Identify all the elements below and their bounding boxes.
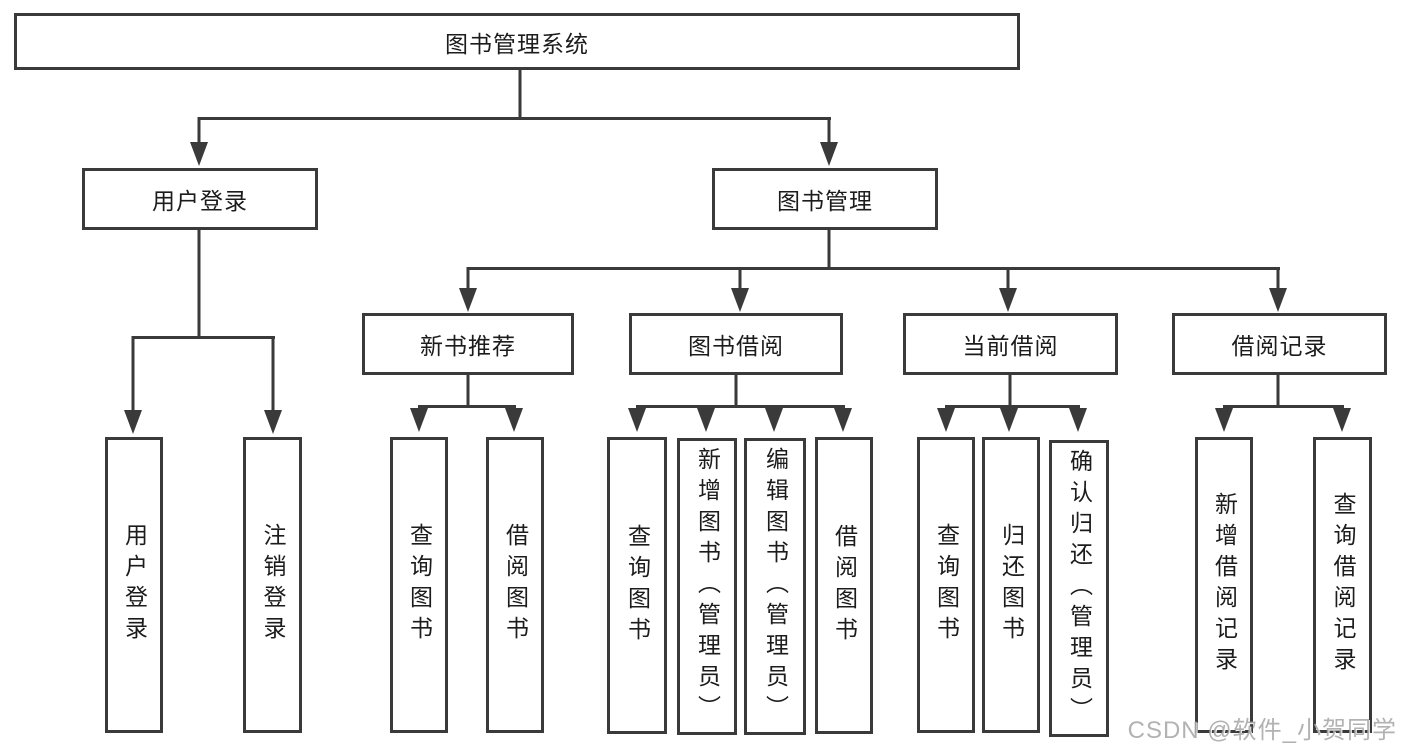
node-book-management: 图书管理	[712, 168, 938, 230]
connector-line	[1223, 405, 1344, 408]
arrow-down-icon	[1215, 408, 1233, 432]
connector-line	[418, 405, 516, 408]
arrow-down-icon	[410, 408, 428, 432]
node-label: 确认归还（管理员）	[1066, 449, 1093, 728]
node-add-books-admin: 新增图书（管理员）	[677, 438, 737, 735]
connector-line	[636, 405, 845, 408]
arrow-down-icon	[834, 408, 852, 432]
connector-line	[1276, 267, 1280, 291]
connector-line	[197, 230, 201, 337]
connector-line	[131, 336, 135, 412]
connector-line	[466, 375, 470, 407]
node-label: 图书借阅	[688, 333, 784, 359]
node-add-borrow-record: 新增借阅记录	[1195, 437, 1253, 733]
node-query-books-current: 查询图书	[917, 437, 975, 733]
connector-line	[132, 336, 275, 339]
node-label: 借阅图书	[502, 523, 529, 647]
node-confirm-return-admin: 确认归还（管理员）	[1049, 440, 1109, 737]
node-book-borrowing: 图书借阅	[629, 313, 843, 375]
arrow-down-icon	[820, 142, 838, 166]
node-label: 图书管理	[777, 188, 873, 214]
arrow-down-icon	[697, 408, 715, 432]
node-label: 查询图书	[406, 523, 433, 647]
csdn-watermark: CSDN @软件_小贺同学	[1127, 717, 1397, 744]
node-borrowing-records: 借阅记录	[1172, 313, 1387, 375]
connector-line	[1006, 267, 1010, 291]
connector-line	[466, 267, 470, 291]
node-return-books: 归还图书	[982, 437, 1040, 733]
arrow-down-icon	[999, 288, 1017, 312]
connector-line	[197, 117, 201, 145]
connector-line	[827, 230, 831, 270]
connector-line	[198, 117, 831, 120]
arrow-down-icon	[264, 410, 282, 434]
node-query-books-borrow: 查询图书	[607, 437, 667, 734]
node-new-book-recommend: 新书推荐	[362, 313, 574, 375]
connector-line	[1008, 375, 1012, 407]
arrow-down-icon	[937, 408, 955, 432]
node-label: 用户登录	[121, 523, 148, 647]
arrow-down-icon	[1000, 408, 1018, 432]
node-query-borrow-record: 查询借阅记录	[1313, 437, 1372, 733]
node-label: 查询图书	[624, 523, 651, 648]
arrow-down-icon	[1269, 288, 1287, 312]
node-label: 新书推荐	[420, 333, 516, 359]
node-label: 用户登录	[152, 188, 248, 214]
connector-line	[738, 267, 742, 291]
node-library-system: 图书管理系统	[14, 13, 1020, 70]
connector-line	[827, 117, 831, 145]
node-label: 借阅记录	[1231, 333, 1328, 359]
arrow-down-icon	[1333, 408, 1351, 432]
node-label: 新增图书（管理员）	[694, 447, 721, 726]
node-label: 新增借阅记录	[1211, 492, 1238, 678]
connector-line	[271, 336, 275, 412]
arrow-down-icon	[1069, 408, 1087, 432]
node-borrow-books: 借阅图书	[815, 437, 873, 734]
connector-line	[945, 405, 1080, 408]
arrow-down-icon	[459, 288, 477, 312]
arrow-down-icon	[731, 288, 749, 312]
connector-line	[1276, 375, 1280, 407]
arrow-down-icon	[190, 142, 208, 166]
node-user-login: 用户登录	[82, 168, 318, 230]
arrow-down-icon	[124, 410, 142, 434]
node-label: 注销登录	[260, 523, 286, 647]
node-label: 图书管理系统	[445, 30, 589, 57]
node-label: 当前借阅	[962, 333, 1059, 359]
node-edit-books-admin: 编辑图书（管理员）	[744, 438, 806, 735]
node-label: 查询图书	[933, 523, 960, 647]
node-logout: 注销登录	[243, 437, 302, 733]
arrow-down-icon	[628, 408, 646, 432]
node-current-borrowing: 当前借阅	[903, 313, 1118, 375]
node-label: 查询借阅记录	[1330, 492, 1356, 678]
connector-line	[734, 375, 738, 407]
node-label: 借阅图书	[831, 523, 858, 648]
connector-line	[467, 267, 1280, 270]
arrow-down-icon	[765, 408, 783, 432]
node-query-books-recommend: 查询图书	[390, 437, 448, 733]
node-borrow-books-recommend: 借阅图书	[486, 437, 544, 733]
node-label: 编辑图书（管理员）	[762, 447, 789, 726]
node-do-user-login: 用户登录	[105, 437, 163, 733]
connector-line	[518, 70, 522, 118]
node-label: 归还图书	[998, 523, 1025, 647]
arrow-down-icon	[505, 408, 523, 432]
